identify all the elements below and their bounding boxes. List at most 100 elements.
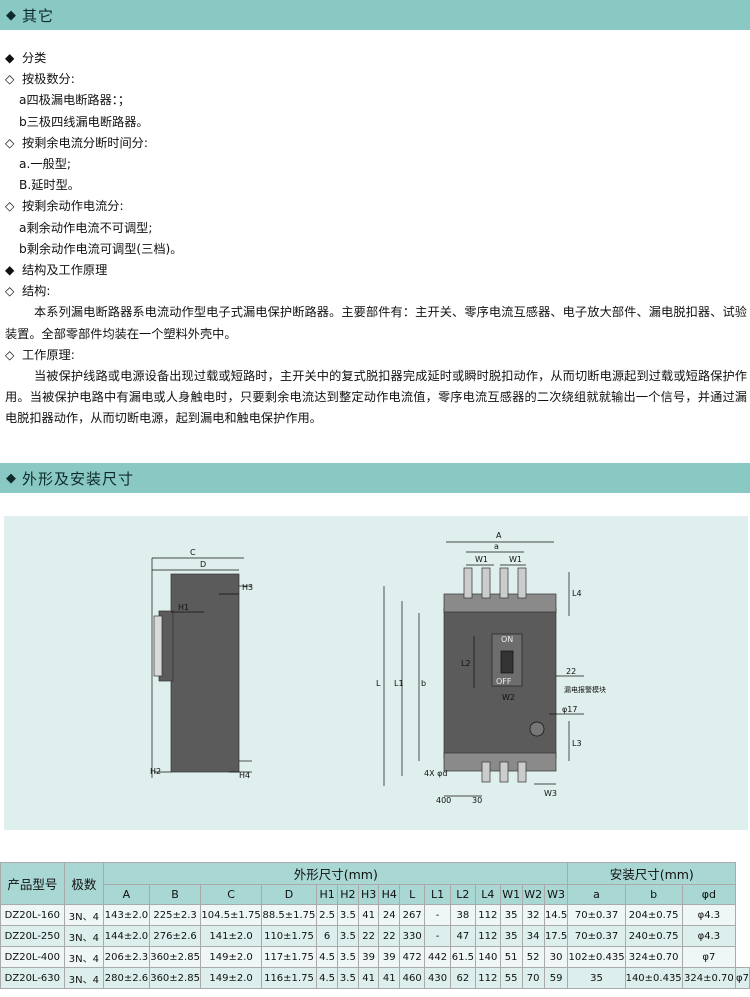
table-cell: 140±0.435 [624, 967, 683, 989]
side-body [170, 573, 240, 773]
line-text: a四极漏电断路器：； [19, 93, 131, 108]
hollow-diamond-icon: ◇ [5, 284, 15, 299]
subheader-cell: b [624, 884, 683, 905]
table-cell: 3N、4 [63, 904, 105, 926]
subheader-cell: H3 [357, 884, 380, 905]
table-cell: 17.5 [543, 925, 569, 947]
table-cell: 3N、4 [63, 967, 105, 989]
dim-400: 400 [436, 796, 451, 805]
table-cell: 360±2.85 [148, 946, 202, 968]
diamond-icon: ◆ [5, 263, 15, 278]
table-cell: 4.5 [316, 967, 338, 989]
subheader-cell: A [103, 884, 150, 905]
table-cell: 460 [399, 967, 426, 989]
table-cell: 267 [399, 904, 426, 926]
table-cell: φ4.3 [681, 925, 737, 947]
table-cell: 324±0.70 [624, 946, 683, 968]
table-cell: 430 [424, 967, 451, 989]
header-poles: 极数 [63, 862, 105, 905]
table-cell: DZ20L-250 [0, 925, 65, 947]
table-cell: φ7 [681, 946, 737, 968]
table-cell: DZ20L-630 [0, 967, 65, 989]
table-cell: 70 [521, 967, 545, 989]
table-cell: 70±0.37 [567, 925, 626, 947]
dim-W3: W3 [544, 789, 557, 798]
side-lever [153, 615, 163, 677]
dim-W1-left: W1 [475, 555, 488, 564]
subheader-cell: L1 [424, 884, 451, 905]
text-line: b剩余动作电流可调型(三档)。 [5, 239, 747, 260]
dim-C: C [190, 548, 196, 557]
subheader-cell: C [200, 884, 262, 905]
dim-L3: L3 [572, 739, 582, 748]
table-cell: 149±2.0 [200, 967, 262, 989]
dim-H2: H2 [150, 767, 161, 776]
dim-L2: L2 [461, 659, 471, 668]
table-cell: 70±0.37 [567, 904, 626, 926]
table-cell: 41 [357, 967, 380, 989]
table-cell: 442 [424, 946, 451, 968]
table-cell: - [424, 925, 451, 947]
table-cell: 3.5 [336, 925, 359, 947]
dim-L4: L4 [572, 589, 582, 598]
line-text: b剩余动作电流可调型(三档)。 [19, 241, 183, 256]
dim-holes: 4X φd [424, 769, 447, 778]
table-cell: 324±0.70 [681, 967, 737, 989]
label-leak-module: 漏电报警模块 [564, 685, 606, 694]
table-cell: 47 [449, 925, 477, 947]
table-cell: 35 [499, 904, 523, 926]
table-cell: 59 [543, 967, 569, 989]
table-cell: 38 [449, 904, 477, 926]
table-cell: 225±2.3 [148, 904, 202, 926]
dim-A: A [496, 531, 502, 540]
dimension-drawing: C D H1 H3 H2 H4 [4, 516, 748, 830]
table-cell: 3N、4 [63, 946, 105, 968]
line-text: B.延时型。 [19, 178, 80, 193]
side-view [151, 557, 252, 778]
line-text: 按剩余电流分断时间分: [22, 135, 148, 150]
table-cell: DZ20L-160 [0, 904, 65, 926]
table-cell: 110±1.75 [260, 925, 318, 947]
hollow-diamond-icon: ◇ [5, 199, 15, 214]
table-cell: φ4.3 [681, 904, 737, 926]
table-cell: 112 [475, 967, 501, 989]
dim-H1: H1 [178, 603, 189, 612]
subheader-cell: H4 [378, 884, 401, 905]
table-cell: 22 [357, 925, 380, 947]
line-text: 结构: [22, 284, 51, 299]
dim-30: 30 [472, 796, 482, 805]
dim-H4: H4 [239, 771, 250, 780]
table-cell: 6 [316, 925, 338, 947]
text-line: ◇按剩余电流分断时间分: [5, 133, 747, 154]
subheader-cell: L4 [475, 884, 501, 905]
diamond-icon: ◆ [6, 470, 16, 486]
text-line: ◇ 结构: [5, 281, 747, 302]
text-line: a剩余动作电流不可调型; [5, 218, 747, 239]
section-header-other: ◆ 其它 [0, 0, 750, 30]
table-cell: - [424, 904, 451, 926]
line-text: a.一般型; [19, 157, 72, 172]
table-cell: 62 [449, 967, 477, 989]
table-cell: 88.5±1.75 [260, 904, 318, 926]
table-cell: 144±2.0 [103, 925, 150, 947]
subheader-cell: W3 [543, 884, 569, 905]
dim-W1-right: W1 [509, 555, 522, 564]
table-cell: 55 [499, 967, 523, 989]
dim-H3: H3 [242, 583, 253, 592]
table-cell: 3N、4 [63, 925, 105, 947]
table-cell: 41 [357, 904, 380, 926]
diamond-icon: ◆ [6, 7, 16, 23]
principle-paragraph: 当被保护线路或电源设备出现过载或短路时，主开关中的复式脱扣器完成延时或瞬时脱扣动… [5, 369, 747, 426]
label-off: OFF [496, 677, 512, 686]
table-cell: 116±1.75 [260, 967, 318, 989]
text-line: b三极四线漏电断路器。 [5, 112, 747, 133]
structure-paragraph: 本系列漏电断路器系电流动作型电子式漏电保护断路器。主要部件有：主开关、零序电流互… [5, 305, 747, 341]
text-line: ◇按极数分: [5, 69, 747, 90]
table-cell: DZ20L-400 [0, 946, 65, 968]
subheader-cell: H1 [316, 884, 338, 905]
line-text: 按剩余动作电流分: [22, 199, 124, 214]
table-cell: 22 [378, 925, 401, 947]
